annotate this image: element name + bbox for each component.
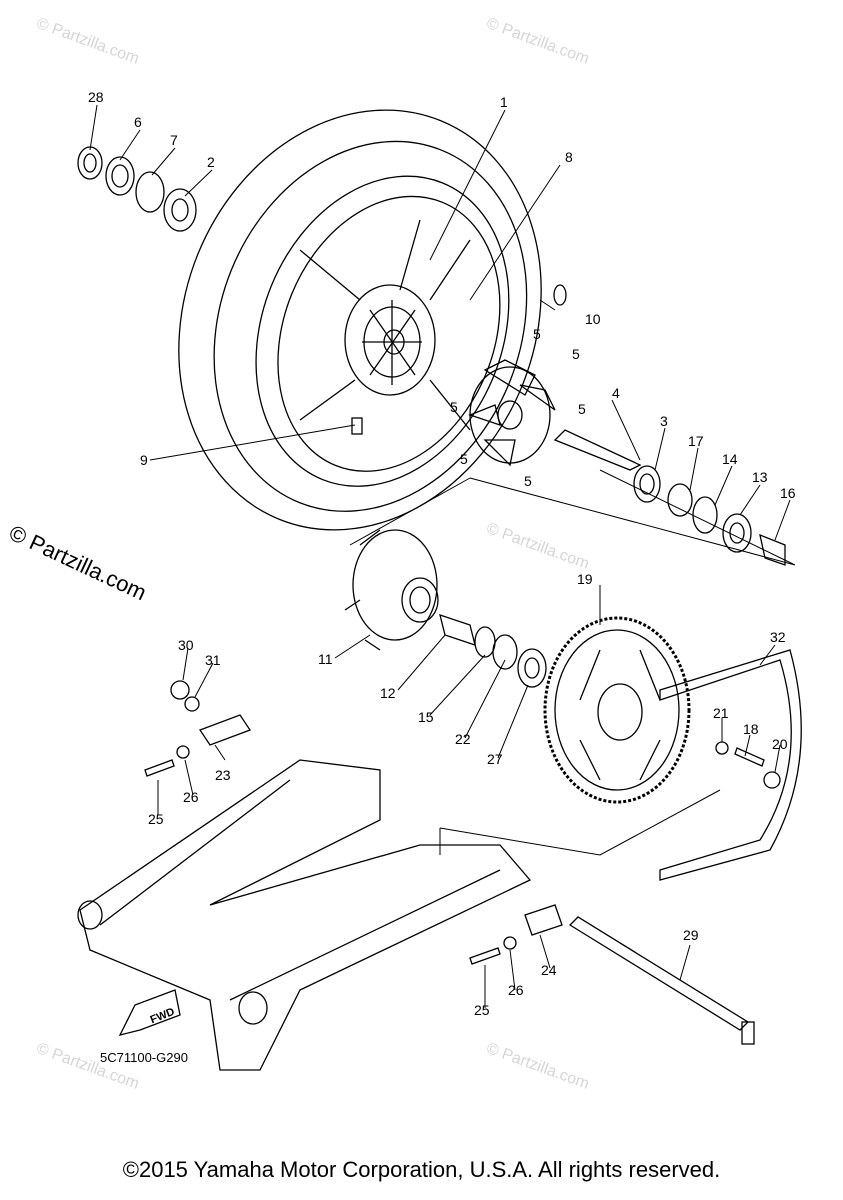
callout-32: 32 xyxy=(770,629,786,645)
rear-axle xyxy=(568,916,750,1031)
callout-15: 15 xyxy=(418,709,434,725)
footer-copyright: ©2015 Yamaha Motor Corporation, U.S.A. A… xyxy=(122,1157,721,1182)
fwd-arrow xyxy=(118,989,181,1036)
diagram-code: 5C71100-G290 xyxy=(100,1050,188,1065)
damper-assembly xyxy=(468,359,556,467)
hub-spacers xyxy=(439,614,547,688)
callout-24: 24 xyxy=(541,962,557,978)
callout-5: 5 xyxy=(524,473,532,489)
wheel-hub xyxy=(299,219,471,431)
valve xyxy=(351,417,363,435)
callout-11: 11 xyxy=(318,651,333,667)
callout-26: 26 xyxy=(183,789,199,805)
callout-20: 20 xyxy=(772,736,788,752)
pulley-fasteners xyxy=(715,741,781,789)
callout-22: 22 xyxy=(455,731,471,747)
callout-19: 19 xyxy=(577,571,593,587)
left-bearing-stack xyxy=(77,146,197,232)
callout-23: 23 xyxy=(215,767,231,783)
callout-28: 28 xyxy=(88,89,104,105)
callout-17: 17 xyxy=(688,433,704,449)
callout-5: 5 xyxy=(450,399,458,415)
callout-30: 30 xyxy=(178,637,194,653)
callout-21: 21 xyxy=(713,705,729,721)
swingarm xyxy=(77,759,532,1071)
callout-26: 26 xyxy=(508,982,524,998)
rear-wheel-tire xyxy=(178,109,542,531)
callout-14: 14 xyxy=(722,451,738,467)
belt-pulley xyxy=(543,616,691,804)
callout-5: 5 xyxy=(578,401,586,417)
callout-5: 5 xyxy=(460,451,468,467)
callout-2: 2 xyxy=(207,154,215,170)
callout-25: 25 xyxy=(148,811,164,827)
clutch-hub xyxy=(344,529,439,651)
callout-16: 16 xyxy=(780,485,796,501)
callout-25: 25 xyxy=(474,1002,490,1018)
callout-8: 8 xyxy=(565,149,573,165)
callout-13: 13 xyxy=(752,469,768,485)
callout-4: 4 xyxy=(612,385,620,401)
callout-6: 6 xyxy=(134,114,142,130)
callout-5: 5 xyxy=(533,326,541,342)
drive-belt xyxy=(659,649,802,881)
callout-18: 18 xyxy=(743,721,759,737)
callout-31: 31 xyxy=(205,652,221,668)
callout-5: 5 xyxy=(572,346,580,362)
callout-12: 12 xyxy=(380,685,396,701)
callout-27: 27 xyxy=(487,751,503,767)
callout-1: 1 xyxy=(500,94,508,110)
axle-adjusters xyxy=(170,680,563,950)
right-axle-parts xyxy=(553,284,786,566)
callout-9: 9 xyxy=(140,452,148,468)
callout-10: 10 xyxy=(585,311,601,327)
callout-29: 29 xyxy=(683,927,699,943)
adjuster-bolt xyxy=(469,947,501,965)
callout-3: 3 xyxy=(660,413,668,429)
adjuster-bolt xyxy=(144,759,175,777)
callout-7: 7 xyxy=(170,132,178,148)
